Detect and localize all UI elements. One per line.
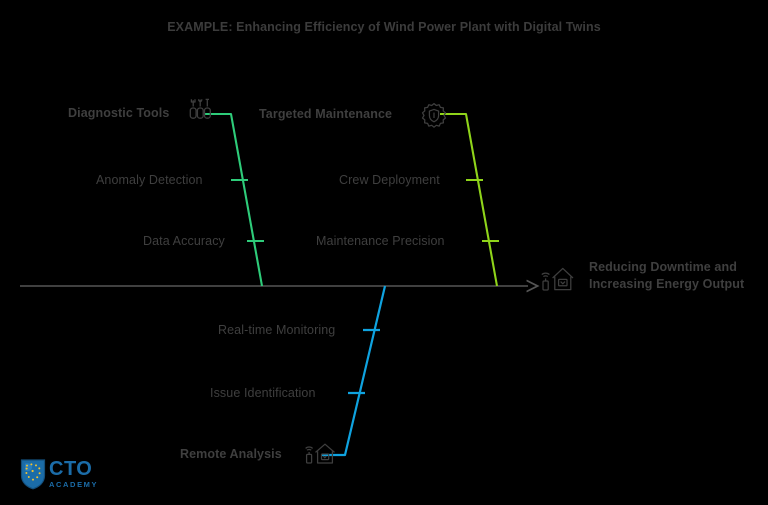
cause-label-targeted-maintenance: Targeted Maintenance [259, 107, 393, 121]
cause-label-diagnostic-tools: Diagnostic Tools [68, 106, 170, 120]
branch-line-bottom [322, 285, 387, 457]
cause-label-realtime-monitoring: Real-time Monitoring [218, 323, 336, 337]
effect-label: Reducing Downtime and Increasing Energy … [589, 260, 745, 291]
cause-label-crew-deployment: Crew Deployment [339, 173, 440, 187]
logo-subtitle: ACADEMY [49, 480, 99, 489]
shield-crest-icon [20, 459, 46, 490]
cause-label-anomaly-detection: Anomaly Detection [96, 173, 203, 187]
page-title: EXAMPLE: Enhancing Efficiency of Wind Po… [167, 20, 601, 34]
gear-shield-icon [420, 102, 448, 130]
cause-label-data-accuracy: Data Accuracy [143, 234, 225, 248]
branch-line-left [204, 112, 264, 287]
cause-label-remote-analysis: Remote Analysis [180, 447, 282, 461]
branch-line-right [440, 112, 499, 287]
cto-academy-logo: CTO ACADEMY [20, 458, 114, 494]
logo-name: CTO [49, 458, 93, 480]
cause-label-issue-identification: Issue Identification [210, 386, 316, 400]
smart-home-icon [305, 440, 337, 468]
smart-home-effect-icon [541, 265, 575, 295]
tools-icon [188, 97, 214, 127]
cause-label-maintenance-precision: Maintenance Precision [316, 234, 445, 248]
